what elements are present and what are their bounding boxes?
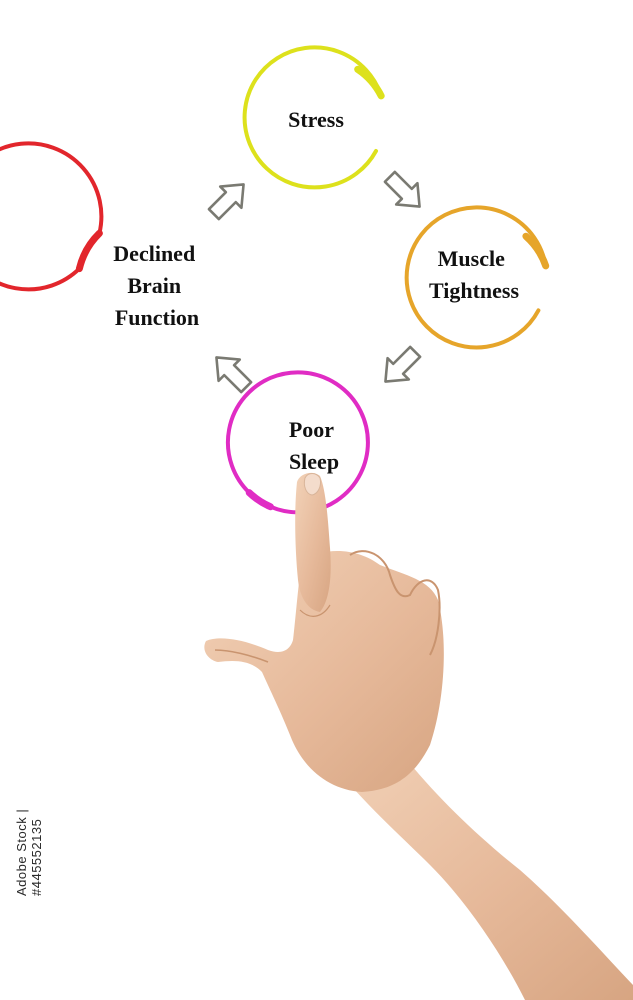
svg-text:Poor Sleep: Poor Sleep <box>289 417 339 474</box>
node-poor-sleep-ring <box>225 370 370 515</box>
svg-text:Stress: Stress <box>288 107 344 132</box>
node-declined-brain-function-line-1: Declined <box>113 241 195 266</box>
node-declined-brain-function: Declined Brain Function <box>0 141 200 330</box>
arrow-up-left-icon <box>215 356 253 394</box>
forearm <box>330 745 633 1000</box>
edge-declined-brain-function-to-stress <box>207 183 245 221</box>
svg-text:Declined Brain Fun: Declined Brain Function <box>113 241 200 330</box>
stock-watermark: Adobe Stock | #445552135 <box>14 808 44 896</box>
pointing-hand-photo <box>204 472 633 1000</box>
node-poor-sleep-line-2: Sleep <box>289 449 339 474</box>
fingernail <box>303 473 321 496</box>
knuckle-line <box>299 604 331 617</box>
svg-text:Muscle Tightness: Muscle Tightness <box>429 246 520 303</box>
node-muscle-tightness-line-1: Muscle <box>438 246 505 271</box>
edge-muscle-tightness-to-poor-sleep <box>384 345 422 383</box>
node-muscle-tightness-ring <box>404 205 548 350</box>
node-stress-ring <box>242 45 384 190</box>
index-finger <box>295 472 331 612</box>
node-stress-line-1: Stress <box>288 107 344 132</box>
node-poor-sleep-ring-accent <box>245 489 274 511</box>
node-stress: Stress <box>242 45 385 190</box>
node-poor-sleep: Poor Sleep <box>225 370 370 515</box>
arrow-up-right-icon <box>207 183 245 221</box>
arrow-down-right-icon <box>383 170 421 208</box>
node-stress-ring-accent <box>354 65 385 100</box>
node-declined-brain-function-ring <box>0 141 104 292</box>
node-declined-brain-function-line-2: Brain <box>127 273 181 298</box>
node-declined-brain-function-line-3: Function <box>115 305 199 330</box>
folded-fingers <box>349 550 441 656</box>
palm <box>204 550 444 792</box>
node-muscle-tightness: Muscle Tightness <box>404 205 550 350</box>
edge-stress-to-muscle-tightness <box>383 170 421 208</box>
node-declined-brain-function-ring-accent <box>75 229 103 273</box>
thumb-crease <box>214 649 269 663</box>
arrow-down-left-icon <box>384 345 422 383</box>
edge-poor-sleep-to-declined-brain-function <box>215 356 253 394</box>
node-muscle-tightness-line-2: Tightness <box>429 278 520 303</box>
node-poor-sleep-line-1: Poor <box>289 417 334 442</box>
node-muscle-tightness-ring-accent <box>522 232 550 270</box>
